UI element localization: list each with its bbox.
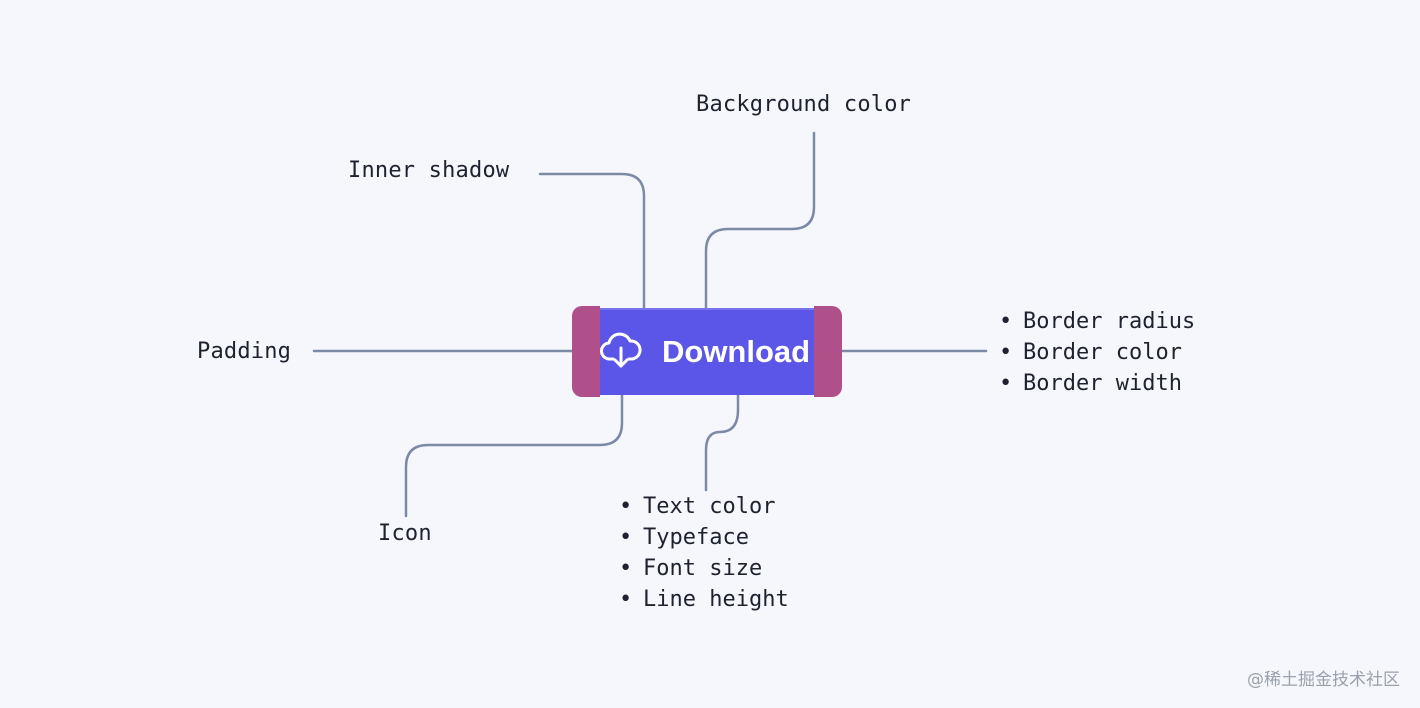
border-property-item: Border color [999, 337, 1195, 368]
download-button[interactable]: Download [600, 308, 814, 395]
text-property-item: Text color [619, 491, 789, 522]
border-properties-list: Border radius Border color Border width [999, 306, 1195, 399]
text-property-item: Line height [619, 584, 789, 615]
label-padding: Padding [197, 339, 292, 364]
label-icon: Icon [378, 521, 432, 546]
border-property-item: Border width [999, 368, 1195, 399]
connector-background-color [704, 131, 816, 324]
padding-right-overlay [814, 306, 842, 397]
border-property-item: Border radius [999, 306, 1195, 337]
download-button-label: Download [662, 334, 811, 369]
text-property-item: Font size [619, 553, 789, 584]
label-inner-shadow: Inner shadow [348, 158, 510, 183]
label-background-color: Background color [696, 92, 912, 117]
padding-left-overlay [572, 306, 600, 397]
connector-inner-shadow [538, 172, 646, 310]
download-button-illustration: Download [572, 306, 842, 397]
watermark: @稀土掘金技术社区 [1247, 670, 1400, 690]
connector-text-properties [704, 374, 740, 492]
cloud-download-icon [600, 332, 642, 368]
connector-icon [404, 374, 624, 518]
text-properties-list: Text color Typeface Font size Line heigh… [619, 491, 789, 615]
text-property-item: Typeface [619, 522, 789, 553]
